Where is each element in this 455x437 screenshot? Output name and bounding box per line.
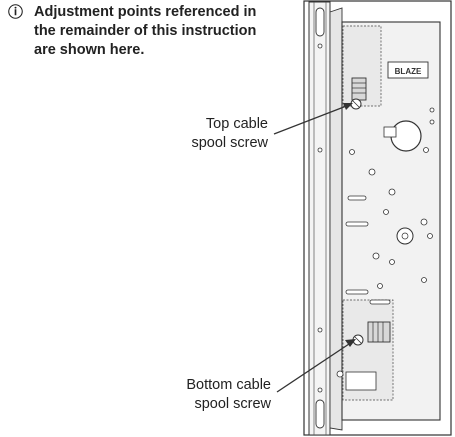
cylinder-hole [396,227,414,245]
faceplate [308,1,331,436]
note-text: Adjustment points referenced in the rema… [34,3,284,60]
note-line-1: Adjustment points referenced in [34,4,257,20]
callout-bottom-cable-spool-screw: Bottom cable spool screw [150,376,271,414]
callout-top-cable-spool-screw: Top cable spool screw [150,115,268,153]
latch-cutout [336,370,377,391]
note-line-3: are shown here. [34,42,145,58]
brand-plate-text: BLAZE [395,67,422,76]
leader-top [273,103,353,135]
note-line-2: the remainder of this instruction [34,23,257,39]
callout-top-line-2: spool screw [191,135,268,151]
callout-top-line-1: Top cable [205,116,268,132]
top-cable-spool [350,77,367,110]
bottom-cable-spool [352,321,391,346]
info-circle-icon: ⓘ [8,4,24,21]
callout-bottom-line-1: Bottom cable [186,377,271,393]
callout-bottom-line-2: spool screw [194,396,271,412]
leader-bottom [276,339,356,393]
lock-body: BLAZE [329,7,441,431]
